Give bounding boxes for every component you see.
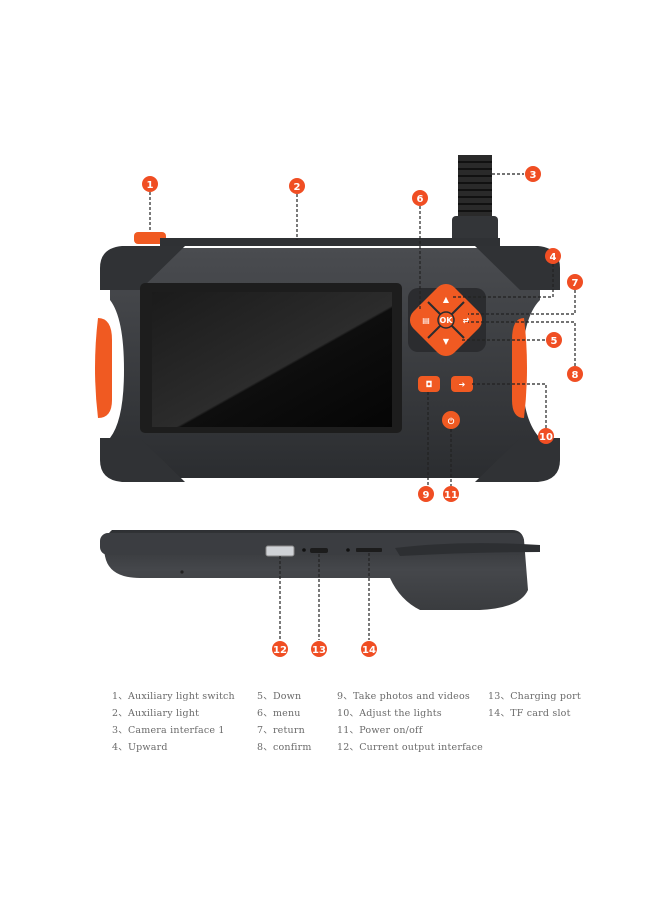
bumper-corner [100, 438, 185, 482]
cable-side [395, 543, 540, 556]
callout-7: 7 [572, 278, 579, 289]
charging-port [310, 548, 328, 553]
callout-3: 3 [530, 170, 537, 181]
side-grip-right [512, 318, 527, 418]
auxiliary-light-switch[interactable] [134, 232, 166, 244]
callout-5: 5 [551, 336, 558, 347]
camera-icon: ◘ [426, 380, 433, 389]
usb-port [265, 545, 295, 557]
side-grip-left [95, 318, 112, 418]
down-arrow-icon[interactable]: ▼ [443, 337, 450, 346]
callout-11: 11 [444, 490, 458, 501]
screen [152, 292, 392, 427]
adjust-lights-button[interactable] [451, 376, 473, 392]
power-button[interactable] [442, 411, 460, 429]
callout-10: 10 [539, 432, 553, 443]
callout-6: 6 [417, 194, 424, 205]
camera-cable [452, 155, 498, 242]
callout-1: 1 [147, 180, 154, 191]
ok-icon: OK [440, 316, 454, 325]
power-icon: ⏻ [448, 417, 455, 426]
take-photo-button[interactable] [418, 376, 440, 392]
leader-lines-front [149, 173, 576, 486]
callout-14: 14 [362, 645, 376, 656]
bumper-corner [475, 438, 560, 482]
leader-lines-side [279, 553, 370, 640]
callout-2: 2 [294, 182, 301, 193]
up-arrow-icon[interactable]: ▲ [443, 295, 450, 304]
callout-9: 9 [423, 490, 430, 501]
device-side-view [100, 530, 540, 610]
callout-4: 4 [550, 252, 557, 263]
bumper-corner [100, 246, 185, 290]
callout-12: 12 [273, 645, 287, 656]
tf-card-slot [356, 548, 382, 552]
menu-icon[interactable]: ▤ [422, 316, 430, 325]
return-icon[interactable]: ⇄ [463, 316, 470, 325]
bumper-corner [475, 246, 560, 290]
callout-8: 8 [572, 370, 579, 381]
callout-markers: 1 2 3 4 5 6 7 8 9 10 11 12 13 14 [142, 166, 583, 657]
callout-13: 13 [312, 645, 326, 656]
light-icon: ➜ [459, 380, 466, 389]
ok-button[interactable] [437, 311, 455, 329]
